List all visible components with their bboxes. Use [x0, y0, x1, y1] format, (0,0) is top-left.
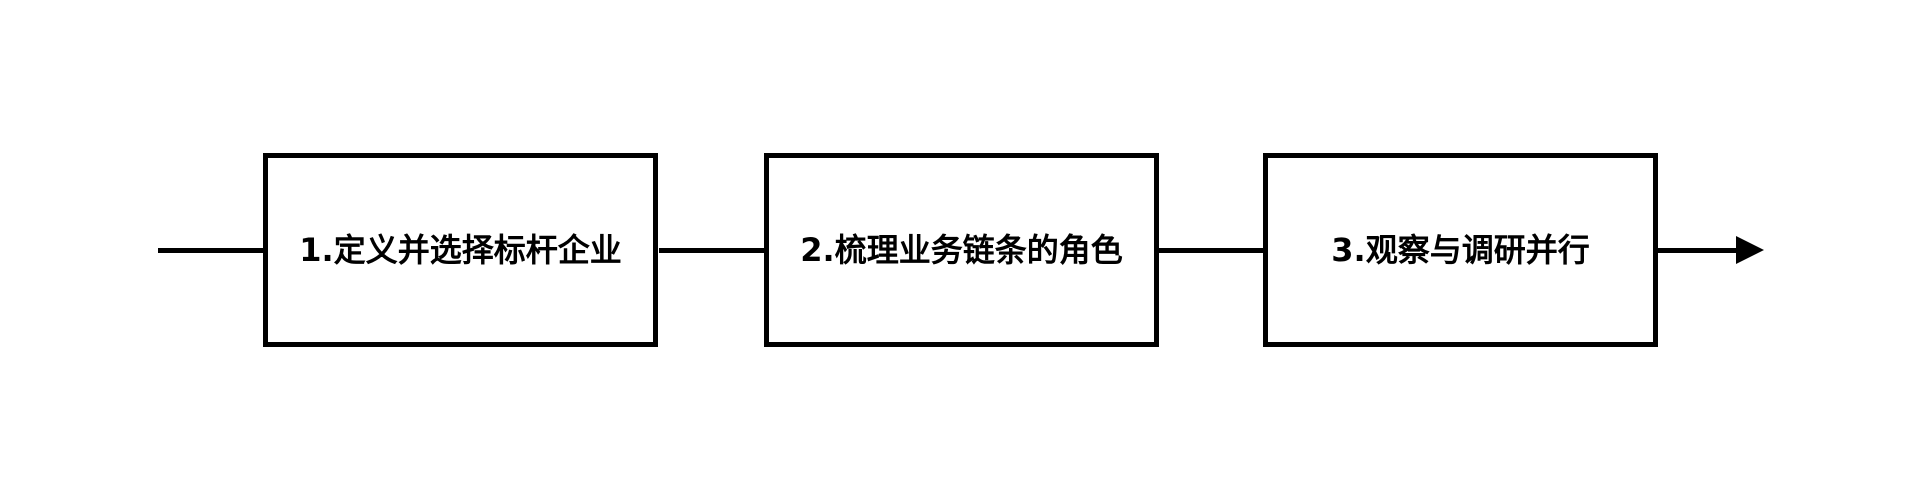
- flow-step-label-1: 1.定义并选择标杆企业: [299, 230, 622, 269]
- flow-step-box-3: 3.观察与调研并行: [1263, 153, 1658, 347]
- flow-step-box-2: 2.梳理业务链条的角色: [764, 153, 1159, 347]
- exit-arrow-line: [1657, 248, 1739, 253]
- lead-in-line: [158, 248, 263, 253]
- connector-line-2: [1157, 248, 1263, 253]
- right-arrowhead-icon: [1736, 236, 1764, 264]
- flow-step-label-2: 2.梳理业务链条的角色: [800, 230, 1123, 269]
- flow-step-label-3: 3.观察与调研并行: [1331, 230, 1590, 269]
- flow-step-box-1: 1.定义并选择标杆企业: [263, 153, 658, 347]
- connector-line-1: [659, 248, 764, 253]
